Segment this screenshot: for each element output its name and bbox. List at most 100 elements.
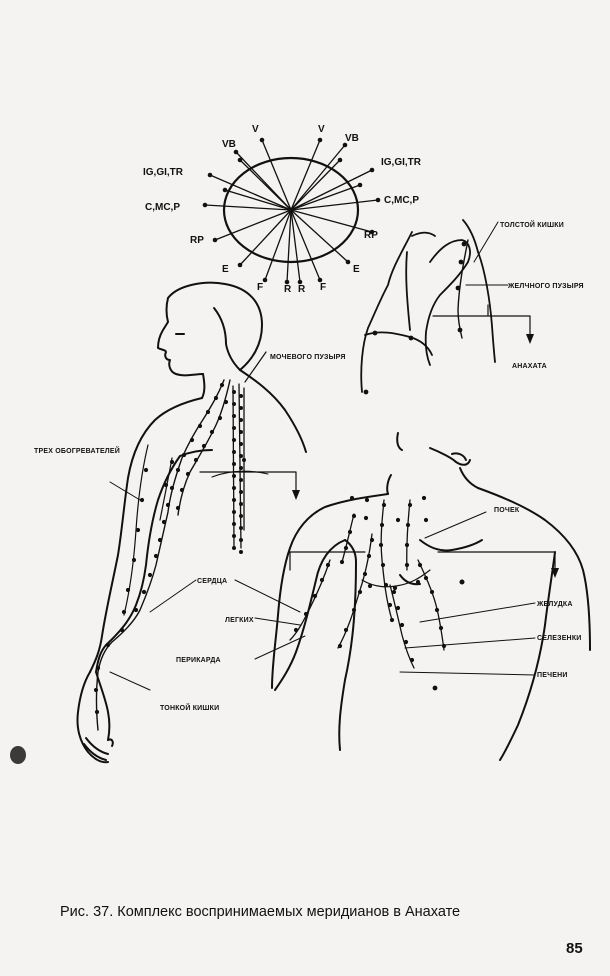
man-figure <box>76 281 307 764</box>
meridian-diagram: V V VB VB IG,GI,TR IG,GI,TR C,MC,P C,MC,… <box>10 124 591 764</box>
spine-point <box>232 450 236 454</box>
torso-point <box>343 627 349 633</box>
wheel-spoke-point <box>262 277 268 283</box>
arm-point <box>169 459 175 465</box>
label-selezenki: СЕЛЕЗЕНКИ <box>537 635 582 642</box>
wheel-spoke-point <box>369 229 375 235</box>
torso-point <box>337 643 343 649</box>
spine-point <box>232 498 236 502</box>
arm-meridians <box>95 379 300 731</box>
spine-point <box>239 430 243 434</box>
spine-point <box>239 406 243 410</box>
torso-point <box>379 522 385 528</box>
torso-point <box>409 657 415 663</box>
torso-point <box>389 617 395 623</box>
wheel-spoke <box>264 209 292 281</box>
torso-point <box>349 495 355 501</box>
spine-point <box>239 550 243 554</box>
spine-point <box>239 442 243 446</box>
shoulder-meridians <box>363 221 534 395</box>
arm-point <box>165 502 171 508</box>
arm-point <box>169 485 175 491</box>
label-tolstoy-kishki: ТОЛСТОЙ КИШКИ <box>500 220 564 229</box>
wheel-spoke-point <box>212 237 218 243</box>
arm-point <box>141 589 147 595</box>
wheel-label-r-right: R <box>298 284 306 295</box>
arm-point <box>143 467 149 473</box>
wheel-label-vb-right: VB <box>345 133 359 144</box>
arm-point <box>193 457 199 463</box>
torso-point <box>351 513 357 519</box>
shoulder-sketch <box>360 219 496 393</box>
wheel-spoke-point <box>369 167 375 173</box>
wheel-spoke <box>290 209 373 233</box>
arm-point <box>175 505 181 511</box>
torso-point <box>434 607 440 613</box>
arm-point <box>189 437 195 443</box>
label-serdtsa: СЕРДЦА <box>197 578 227 585</box>
spine-point <box>232 510 236 514</box>
torso-point <box>423 517 429 523</box>
spine-meridians <box>232 351 267 549</box>
torso-point <box>415 579 421 585</box>
wheel-labels: V V VB VB IG,GI,TR IG,GI,TR C,MC,P C,MC,… <box>143 124 422 295</box>
wheel-spoke <box>239 159 292 211</box>
label-zheludka: ЖЕЛУДКА <box>536 601 573 608</box>
torso-point <box>364 497 370 503</box>
wheel-spoke <box>290 209 301 283</box>
arm-point <box>139 497 145 503</box>
wheel-spoke-point <box>357 182 363 188</box>
wheel-label-r-left: R <box>284 284 292 295</box>
torso-point <box>421 495 427 501</box>
arm-point <box>121 609 127 615</box>
torso-point <box>429 589 435 595</box>
torso-figure <box>271 432 591 761</box>
arm-point <box>197 423 203 429</box>
spine-point <box>232 462 236 466</box>
arm-point <box>125 587 131 593</box>
figure-caption: Рис. 37. Комплекс воспринимаемых меридиа… <box>60 904 461 920</box>
wheel-spoke-point <box>237 157 243 163</box>
arm-point <box>95 665 101 671</box>
arm-point <box>223 399 229 405</box>
torso-point <box>383 582 389 588</box>
torso-point <box>362 571 368 577</box>
wheel-label-e-right: E <box>353 264 360 275</box>
spine-point <box>232 534 236 538</box>
spine-point <box>232 426 236 430</box>
wheel-spoke-point <box>237 262 243 268</box>
wheel-spoke <box>290 139 321 211</box>
torso-meridians <box>289 499 559 669</box>
label-pecheni: ПЕЧЕНИ <box>537 672 568 679</box>
wheel-label-cmcp-right: C,MC,P <box>384 195 419 206</box>
label-perikarda: ПЕРИКАРДА <box>176 657 221 664</box>
wheel-spoke <box>286 209 292 283</box>
spine-point <box>239 478 243 482</box>
wheel-label-ig-left: IG,GI,TR <box>143 167 184 178</box>
torso-point <box>395 517 401 523</box>
wheel-label-ig-right: IG,GI,TR <box>381 157 422 168</box>
arm-meridian-points <box>93 382 229 715</box>
arm-point <box>163 482 169 488</box>
torso-point <box>380 562 386 568</box>
arm-point <box>185 471 191 477</box>
page-number: 85 <box>566 940 583 957</box>
wheel-spoke <box>209 174 292 211</box>
spine-meridian-points <box>232 390 246 554</box>
wheel-label-rp-left: RP <box>190 235 204 246</box>
torso-point <box>387 602 393 608</box>
spine-point <box>232 402 236 406</box>
wheel-spoke <box>290 144 346 211</box>
arm-point <box>219 382 225 388</box>
ink-blot <box>10 746 26 764</box>
wheel-label-e-left: E <box>222 264 229 275</box>
wheel-spoke-point <box>317 137 323 143</box>
wheel-spoke-point <box>207 172 213 178</box>
spine-point <box>239 394 243 398</box>
arm-point <box>175 467 181 473</box>
wheel-label-f-left: F <box>257 282 263 293</box>
torso-point <box>404 542 410 548</box>
label-zhelchnogo-puzyrya: ЖЕЛЧНОГО ПУЗЫРЯ <box>507 283 584 290</box>
wheel-spoke-point <box>317 277 323 283</box>
wheel-spoke-point <box>233 149 239 155</box>
